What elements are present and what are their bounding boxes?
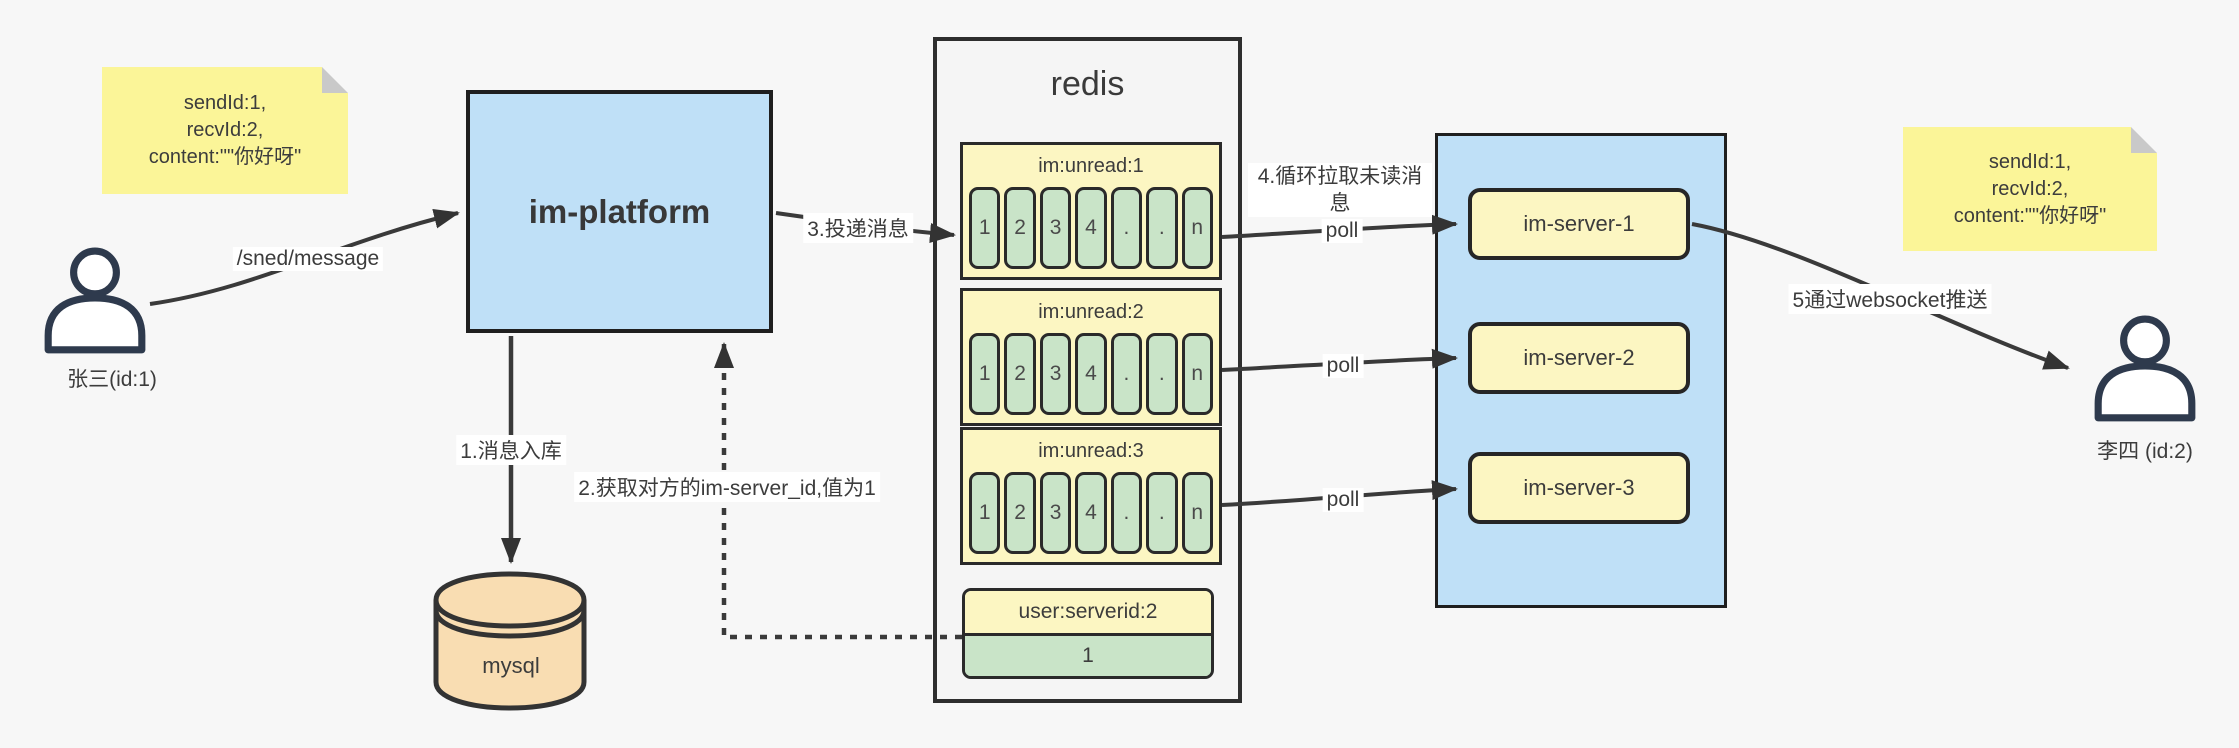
queue-header: im:unread:2: [1038, 300, 1144, 323]
queue-cell: 1: [969, 472, 1001, 554]
im-platform-box: im-platform: [466, 90, 773, 333]
user-receiver-label: 李四 (id:2): [2097, 440, 2193, 463]
kv-user-serverid-box: user:serverid:2 1: [962, 588, 1214, 679]
im-server-2-box: im-server-2: [1468, 322, 1690, 394]
im-server-1-box: im-server-1: [1468, 188, 1690, 260]
queue-im-unread-2: im:unread:2 1 2 3 4 . . n: [960, 288, 1222, 426]
queue-cell: 4: [1075, 472, 1107, 554]
queue-header: im:unread:1: [1038, 154, 1144, 177]
queue-cell: 1: [969, 187, 1001, 269]
mysql-database-icon: [433, 571, 587, 711]
mysql-label: mysql: [482, 653, 540, 678]
redis-title: redis: [1050, 65, 1125, 103]
queue-cells: 1 2 3 4 . . n: [963, 472, 1219, 554]
queue-cell: 3: [1039, 472, 1072, 554]
edge-label-deliver: 3.投递消息: [803, 213, 913, 243]
queue-cell: 4: [1075, 187, 1107, 269]
edge-label-get-server-id: 2.获取对方的im-server_id,值为1: [574, 472, 880, 502]
user-sender-label: 张三(id:1): [67, 368, 157, 391]
kv-key: user:serverid:2: [965, 591, 1211, 636]
note-fold-corner: [2131, 127, 2157, 153]
note-fold-corner: [322, 67, 348, 93]
queue-cell: n: [1181, 333, 1213, 415]
queue-cells: 1 2 3 4 . . n: [963, 187, 1219, 269]
note-line: sendId:1,: [183, 92, 267, 114]
queue-cell: 1: [969, 333, 1001, 415]
queue-cell: .: [1146, 333, 1178, 415]
note-line: sendId:1,: [1988, 150, 2072, 173]
queue-cell: 2: [1004, 472, 1036, 554]
queue-cell: .: [1110, 187, 1143, 269]
queue-cell: 3: [1039, 333, 1072, 415]
note-line: recvId:2,: [1991, 177, 2069, 200]
queue-cell: .: [1146, 187, 1178, 269]
queue-cells: 1 2 3 4 . . n: [963, 333, 1219, 415]
queue-cell: n: [1181, 187, 1213, 269]
queue-cell: .: [1146, 472, 1178, 554]
edge-label-store: 1.消息入库: [456, 435, 566, 465]
note-line: recvId:2,: [186, 119, 264, 141]
edge-label-send: /sned/message: [232, 247, 384, 271]
im-platform-label: im-platform: [528, 192, 711, 230]
queue-cell: 3: [1039, 187, 1072, 269]
note-line: content:""你好呀": [1953, 204, 2107, 227]
queue-im-unread-1: im:unread:1 1 2 3 4 . . n: [960, 142, 1222, 280]
edge-label-push: 5通过websocket推送: [1788, 284, 1992, 314]
queue-cell: .: [1110, 472, 1143, 554]
edge-label-poll-2: poll: [1322, 354, 1364, 378]
queue-cell: 4: [1075, 333, 1107, 415]
user-receiver-icon: [2094, 315, 2196, 422]
edge-label-poll-1: poll: [1321, 219, 1363, 243]
im-server-3-box: im-server-3: [1468, 452, 1690, 524]
queue-cell: 2: [1004, 333, 1036, 415]
edge-label-poll-loop: 4.循环拉取未读消息: [1248, 163, 1432, 217]
sticky-note-push-payload: sendId:1, recvId:2, content:""你好呀": [1903, 127, 2157, 251]
queue-cell: 2: [1004, 187, 1036, 269]
sticky-note-request: sendId:1, recvId:2, content:""你好呀": [102, 67, 348, 194]
edge-label-poll-3: poll: [1322, 488, 1364, 512]
queue-cell: .: [1110, 333, 1143, 415]
queue-header: im:unread:3: [1038, 439, 1144, 462]
kv-value: 1: [965, 636, 1211, 676]
queue-im-unread-3: im:unread:3 1 2 3 4 . . n: [960, 427, 1222, 565]
user-sender-icon: [44, 247, 146, 354]
queue-cell: n: [1181, 472, 1213, 554]
note-line: content:""你好呀": [148, 146, 302, 168]
